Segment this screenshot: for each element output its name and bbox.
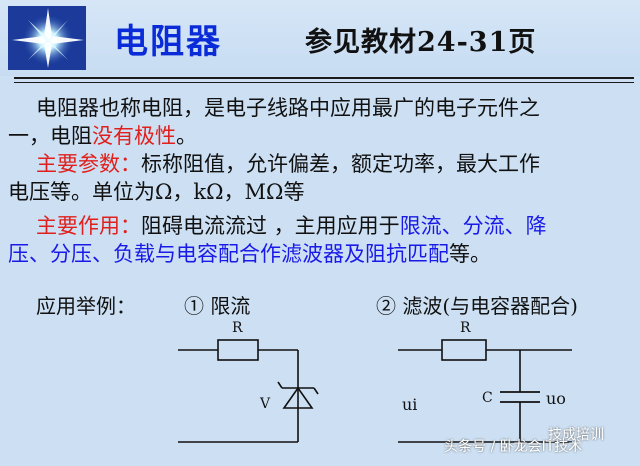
header-divider-thin [14,82,634,83]
star-burst-icon [8,6,86,70]
examples-label: 应用举例： [36,294,136,318]
zener-diode-symbol [277,381,319,409]
intro-line-2: 一，电阻没有极性。 [8,124,197,148]
resistor-symbol-2 [441,339,487,361]
watermark-brand: 技成培训 [548,427,604,443]
uses-highlight: 限流、分流、降 [399,214,547,238]
example-1-caption: ① 限流 [184,294,251,318]
uses-line-2: 压、分压、负载与电容配合作滤波器及阻抗匹配等。 [8,242,491,266]
header-band [0,0,640,76]
uses-line: 主要作用：阻碍电流流过 ，主用应用于限流、分流、降 [36,214,547,238]
params-label: 主要参数： [36,152,141,176]
no-polarity-text: 没有极性 [92,124,176,148]
capacitor-label: C [482,390,493,406]
diode-label: V [259,396,271,412]
resistor-symbol [217,339,259,361]
filter-circuit: R C ui uo [398,320,572,443]
watermark-text: 头条号 / 卧龙会IT技术 [444,439,583,455]
header-divider [14,77,634,79]
resistor-label: R [232,320,243,336]
example-2-caption: ② 滤波(与电容器配合) [376,294,578,318]
page-title: 电阻器 [114,22,222,62]
page-subtitle: 参见教材24-31页 [305,27,537,58]
current-limit-circuit: R V [178,320,319,443]
capacitor-symbol [500,391,540,403]
intro-line-1: 电阻器也称电阻，是电子线路中应用最广的电子元件之 [36,96,540,120]
uses-label: 主要作用： [36,214,141,238]
output-voltage-label: uo [546,389,566,408]
input-voltage-label: ui [402,395,417,414]
resistor-label-2: R [460,320,471,336]
params-line-2: 电压等。单位为Ω，kΩ，MΩ等 [8,180,305,204]
params-line: 主要参数：标称阻值，允许偏差，额定功率，最大工作 [36,152,540,176]
